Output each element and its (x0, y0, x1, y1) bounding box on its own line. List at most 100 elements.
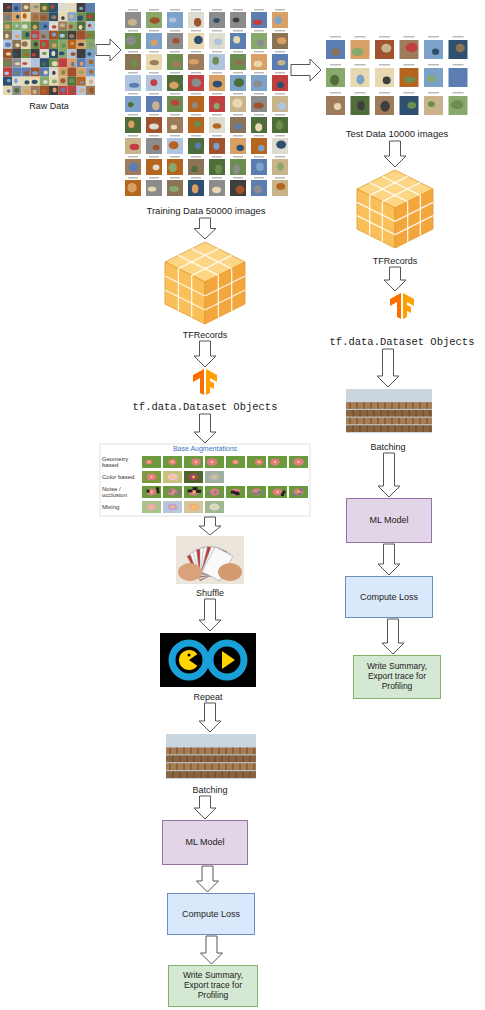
photo-object (277, 60, 285, 65)
photo-tile (272, 33, 288, 49)
photo-tile (251, 96, 267, 112)
crate-slat (212, 748, 213, 755)
photo-tile (188, 54, 204, 70)
box-label: Write Summary, Export trace for Profilin… (358, 662, 436, 691)
photo-tile (3, 67, 12, 76)
flower (168, 459, 176, 465)
photo-tile (272, 54, 288, 70)
crate-slat (371, 418, 372, 425)
thumb-caption-mark (128, 93, 138, 95)
photo-tile (67, 12, 76, 21)
crate-slat (413, 418, 414, 425)
occlusion-patch (169, 490, 173, 493)
photo-tile (3, 21, 12, 30)
photo-tile (188, 33, 204, 49)
flower (147, 488, 157, 495)
augmented-thumb (268, 456, 287, 468)
flower (252, 488, 262, 495)
sky (346, 389, 432, 433)
photo-tile (31, 49, 40, 58)
flower (294, 488, 304, 495)
thumb-caption-mark (254, 9, 264, 11)
thumb-caption-mark (254, 72, 264, 74)
photo-object (258, 145, 265, 151)
photo-object (214, 38, 222, 45)
photo-object (5, 43, 11, 48)
crate-slat (353, 425, 354, 432)
crate-slat (392, 418, 393, 425)
photo-tile (58, 12, 67, 21)
photo-object (50, 4, 54, 9)
photo-object (192, 184, 199, 193)
flow-arrow (199, 703, 221, 732)
thumb-caption-mark (254, 51, 264, 53)
photo-object (32, 71, 38, 75)
photo-object (87, 6, 93, 10)
box-label: Write Summary, Export trace for Profilin… (173, 971, 253, 1000)
crate-slat (229, 755, 230, 762)
photo-tile (58, 49, 67, 58)
flower (210, 488, 220, 495)
flower (210, 503, 220, 510)
photo-object (32, 80, 38, 84)
thumb-caption-mark (149, 51, 159, 53)
augmented-thumb (289, 486, 308, 498)
process-box: Compute Loss (167, 893, 255, 935)
photo-object (212, 57, 219, 65)
crate-slat (364, 402, 365, 409)
photo-object (128, 102, 134, 107)
crate-slat (187, 771, 188, 778)
photo-tile (49, 40, 58, 49)
picture-step: Base Augmentations (100, 444, 310, 516)
thumb-caption-mark (149, 177, 159, 179)
occlusion-patch (257, 491, 262, 494)
augmented-thumb (205, 456, 224, 468)
category-label: Mixing (102, 504, 140, 510)
photo-object (69, 14, 73, 19)
photo-object (126, 36, 136, 45)
photo-tile (251, 180, 267, 196)
photo-tile (12, 3, 21, 12)
occlusion-patch (147, 490, 150, 493)
thumb-caption-mark (191, 177, 201, 179)
flower-centre (192, 491, 195, 494)
photo-tile (209, 75, 225, 91)
photo-tile (12, 12, 21, 21)
photo-tile (3, 58, 12, 67)
photo-object (71, 61, 74, 66)
flower (147, 503, 157, 510)
photo-tile (3, 40, 12, 49)
photo-object (149, 123, 159, 129)
photo-tile (21, 67, 30, 76)
picture-step: tf.data.Dataset Objects (322, 292, 482, 348)
crate-slat (198, 763, 199, 770)
photo-tile (67, 86, 76, 95)
photo-tile (49, 77, 58, 86)
thumb-caption-mark (128, 156, 138, 158)
photo-object (6, 52, 11, 55)
crate-slat (430, 410, 431, 417)
thumb-caption-mark (149, 156, 159, 158)
photo-object (42, 62, 47, 66)
crate-slat (427, 402, 428, 409)
crate-slat (402, 410, 403, 417)
crate-slat (360, 410, 361, 417)
crate-slat (254, 763, 255, 770)
crate-slat (395, 410, 396, 417)
photo-tile (21, 3, 30, 12)
flower-centre (192, 476, 195, 479)
thumb-caption-mark (212, 135, 222, 137)
photo-tile (21, 21, 30, 30)
photo-object (404, 76, 415, 82)
thumb-caption-mark (453, 36, 464, 38)
photo-tile (3, 86, 12, 95)
photo-tile (125, 117, 141, 133)
crate-slat (194, 755, 195, 762)
flower-centre (213, 491, 216, 494)
step-caption: Training Data 50000 images (147, 206, 266, 217)
thumb-caption-mark (254, 30, 264, 32)
augmented-thumb (184, 501, 203, 513)
photo-object (171, 100, 180, 106)
photo-tile (67, 31, 76, 40)
flower (191, 459, 200, 466)
